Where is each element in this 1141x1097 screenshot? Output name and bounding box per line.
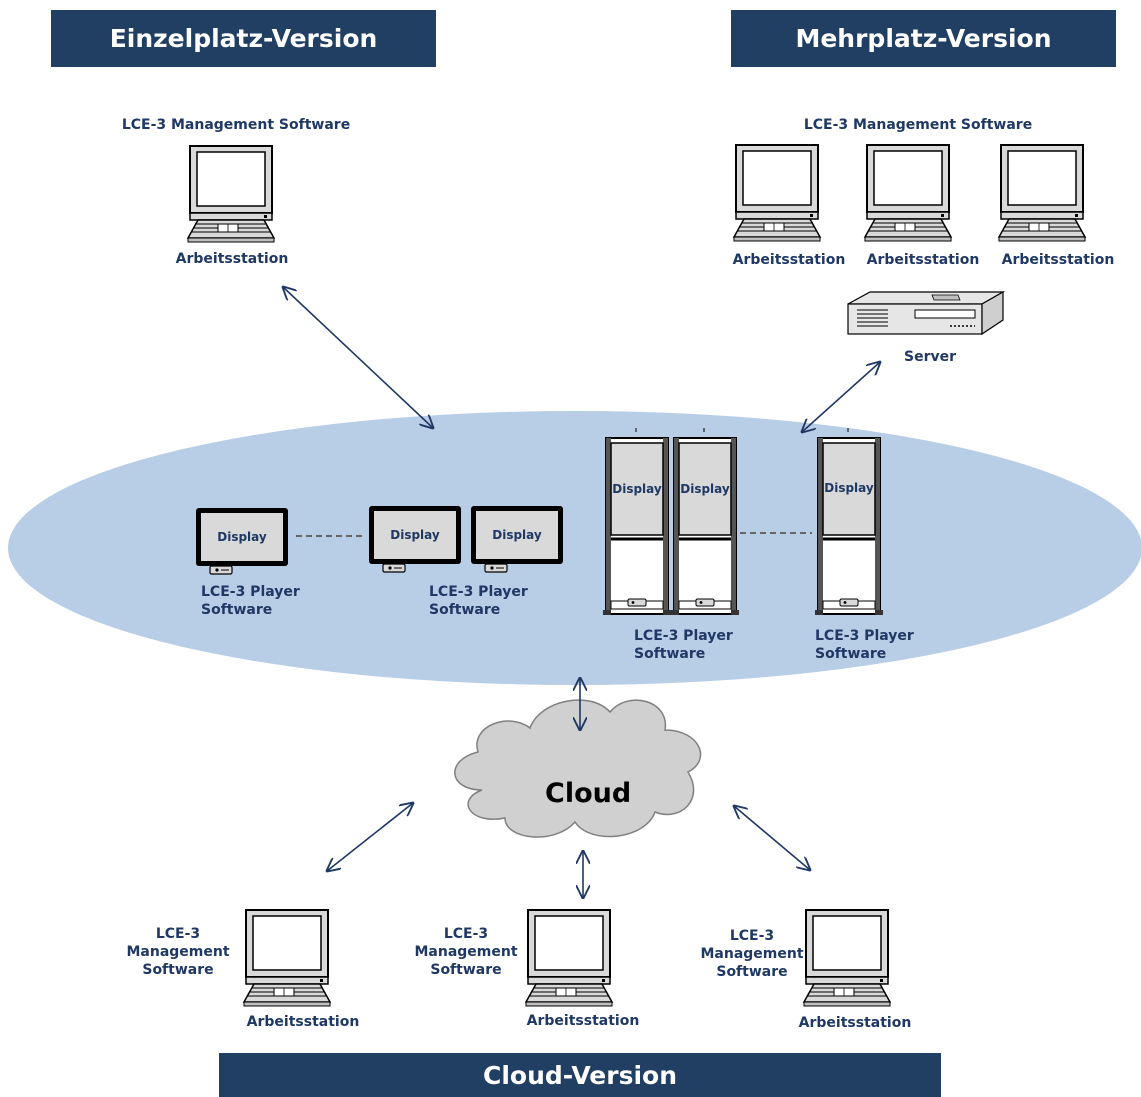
network-ellipse: [8, 411, 1141, 685]
mehrplatz-workstation-label: Arbeitsstation: [866, 252, 980, 268]
laptop-icon: [998, 144, 1086, 242]
cloud-icon: [454, 699, 702, 838]
cloud-client-workstation-label: Arbeitsstation: [526, 1013, 640, 1029]
mehrplatz-workstation-label: Arbeitsstation: [732, 252, 846, 268]
arrow-cloud-right: [734, 806, 810, 870]
arrow-server: [802, 362, 880, 432]
mehrplatz-workstation-label: Arbeitsstation: [1001, 252, 1115, 268]
kiosk-stele-icon: [669, 436, 741, 617]
display-label: Display: [390, 528, 440, 542]
laptop-icon: [243, 909, 331, 1007]
einzelplatz-workstation-label: Arbeitsstation: [175, 251, 289, 267]
mehrplatz-software-label: LCE-3 Management Software: [803, 117, 1033, 133]
einzelplatz-banner: Einzelplatz-Version: [51, 10, 436, 67]
laptop-icon: [525, 909, 613, 1007]
server-label: Server: [903, 349, 956, 365]
einzelplatz-software-label: LCE-3 Management Software: [121, 117, 351, 133]
cloud-client-workstation-label: Arbeitsstation: [798, 1015, 912, 1031]
cloud-label: Cloud: [545, 778, 632, 809]
display-label: Display: [612, 482, 662, 496]
cloud-client-software-label: LCE-3 Management Software: [126, 926, 230, 978]
arrow-cloud-left: [327, 803, 413, 871]
display-label: Display: [824, 481, 874, 495]
cloud-client-software-label: LCE-3 Management Software: [414, 926, 518, 978]
laptop-icon: [864, 144, 952, 242]
display-label: Display: [680, 482, 730, 496]
kiosk-stele-icon: [813, 436, 885, 617]
display-label: Display: [217, 530, 267, 544]
laptop-icon: [803, 909, 891, 1007]
laptop-icon: [733, 144, 821, 242]
display-label: Display: [492, 528, 542, 542]
cloud-client-software-label: LCE-3 Management Software: [700, 928, 804, 980]
mehrplatz-banner: Mehrplatz-Version: [731, 10, 1116, 67]
kiosk-stele-icon: [601, 436, 673, 617]
server-icon: [847, 290, 1006, 336]
cloud-banner: Cloud-Version: [219, 1053, 941, 1097]
laptop-icon: [187, 145, 275, 243]
stele-antennas: [635, 428, 849, 432]
cloud-client-workstation-label: Arbeitsstation: [246, 1014, 360, 1030]
arrow-einzelplatz: [283, 287, 433, 428]
